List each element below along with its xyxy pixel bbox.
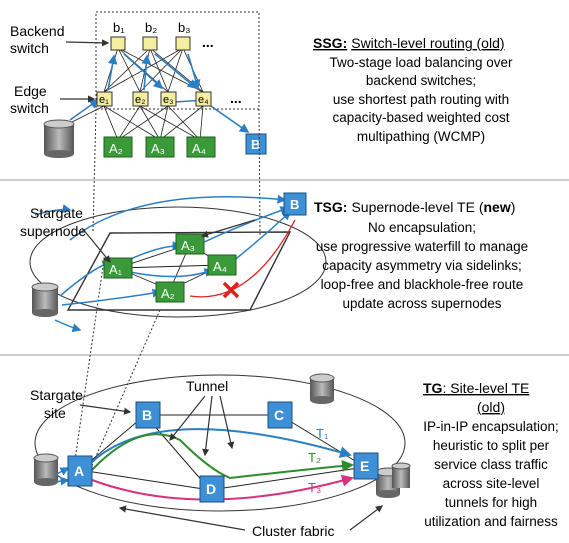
panel-tsg: A₁ A₃ A₄ A₂ B Stargate supernode TSG:Sup… — [20, 192, 528, 333]
svg-text:use progressive waterfill to m: use progressive waterfill to manage — [316, 239, 528, 254]
blocked-x-icon — [222, 281, 240, 299]
switch-label: switch — [10, 40, 49, 56]
site-cubes: A B C D E — [67, 401, 379, 503]
e-label: e₂ — [135, 94, 145, 106]
database-icon — [309, 373, 335, 404]
e-label: e₄ — [198, 94, 209, 106]
tunnel-label-t1: T₁ — [316, 426, 329, 441]
flow-arrows — [69, 53, 250, 133]
a-label: A₃ — [181, 238, 195, 253]
svg-text:capacity asymmetry via sidelin: capacity asymmetry via sidelinks; — [322, 258, 522, 273]
ellipsis: ... — [230, 90, 242, 106]
site-label-text: site — [44, 405, 66, 421]
e-label: e₁ — [99, 94, 109, 106]
dotted-box — [95, 11, 260, 110]
ellipsis: ... — [202, 34, 214, 50]
supernode-label: supernode — [20, 223, 86, 239]
a-label: A₃ — [151, 141, 165, 156]
b-label: b₂ — [145, 20, 157, 35]
supernode-plane — [66, 231, 292, 311]
tg-title-old: (old) — [477, 399, 505, 415]
svg-text:multipathing (WCMP): multipathing (WCMP) — [357, 129, 485, 144]
supernode-cubes: A₁ A₃ A₄ A₂ — [103, 233, 237, 303]
backend-switch — [110, 36, 126, 51]
stargate-label: Stargate — [30, 387, 83, 403]
stargate-label: Stargate — [30, 205, 83, 221]
svg-text:heuristic to split per: heuristic to split per — [433, 438, 550, 453]
site-label: D — [206, 481, 216, 497]
panel-tg: A B C D E T₁ T₂ T₃ Stargate site Tunnel … — [30, 373, 559, 539]
tg-desc: IP-in-IP encapsulation; heuristic to spl… — [423, 419, 559, 529]
mesh-links — [59, 47, 204, 141]
edge-switches: e₁ e₂ e₃ e₄ ... — [96, 90, 242, 107]
backend-switch — [142, 36, 158, 51]
database-icon — [33, 453, 59, 486]
svg-text:service class traffic: service class traffic — [434, 457, 548, 472]
a-label: A₄ — [192, 141, 206, 156]
svg-text:backend switches;: backend switches; — [366, 73, 476, 88]
svg-text:capacity-based weighted cost: capacity-based weighted cost — [332, 110, 509, 125]
svg-text:across site-level: across site-level — [443, 476, 540, 491]
a-label: A₂ — [109, 141, 123, 156]
cluster-fabric-label: Cluster fabric — [252, 523, 334, 539]
database-icon — [31, 282, 59, 317]
ssg-title: SSG:Switch-level routing (old) — [313, 35, 505, 51]
a-label: A₁ — [109, 262, 123, 277]
tunnel-label-t2: T₂ — [308, 450, 321, 465]
tunnel-label-t3: T₃ — [308, 480, 321, 495]
site-label: E — [360, 458, 369, 474]
switch-label: switch — [10, 100, 49, 116]
svg-text:update across supernodes: update across supernodes — [342, 296, 501, 311]
svg-text:loop-free and blackhole-free r: loop-free and blackhole-free route — [321, 277, 524, 292]
tg-title: TG: Site-level TE — [423, 380, 529, 396]
b-label: b₁ — [113, 20, 125, 35]
b-label: b₃ — [178, 20, 191, 35]
backend-switch — [175, 36, 191, 51]
b-cube: B — [245, 133, 267, 155]
panel-ssg: b₁ b₂ b₃ ... e₁ e₂ e₃ e₄ ... Backend swi… — [10, 11, 513, 158]
tsg-desc: No encapsulation; use progressive waterf… — [316, 220, 528, 311]
svg-text:B: B — [251, 137, 260, 152]
database-icon — [43, 119, 75, 158]
a-label: A₄ — [213, 259, 227, 274]
svg-text:B: B — [290, 197, 299, 212]
svg-text:tunnels for high: tunnels for high — [445, 495, 537, 510]
svg-text:Two-stage load balancing over: Two-stage load balancing over — [329, 55, 513, 70]
backend-switches: b₁ b₂ b₃ ... — [110, 20, 214, 51]
site-label: A — [74, 463, 84, 479]
a-label: A₂ — [161, 286, 175, 301]
svg-text:utilization and fairness: utilization and fairness — [424, 514, 558, 529]
site-label: B — [142, 407, 152, 423]
edge-label: Edge — [14, 83, 47, 99]
site-label: C — [274, 407, 284, 423]
b-cube: B — [283, 192, 307, 216]
svg-text:IP-in-IP encapsulation;: IP-in-IP encapsulation; — [423, 419, 559, 434]
database-icon — [375, 462, 411, 498]
supernode-cubes: A₂ A₃ A₄ — [103, 136, 216, 158]
tunnel-label: Tunnel — [186, 378, 228, 394]
tsg-title: TSG:Supernode-level TE (new) — [314, 199, 515, 215]
svg-text:No encapsulation;: No encapsulation; — [368, 220, 476, 235]
ssg-desc: Two-stage load balancing over backend sw… — [329, 55, 513, 144]
backend-label: Backend — [10, 23, 64, 39]
e-label: e₃ — [163, 94, 174, 106]
svg-text:use shortest path routing with: use shortest path routing with — [333, 92, 509, 107]
